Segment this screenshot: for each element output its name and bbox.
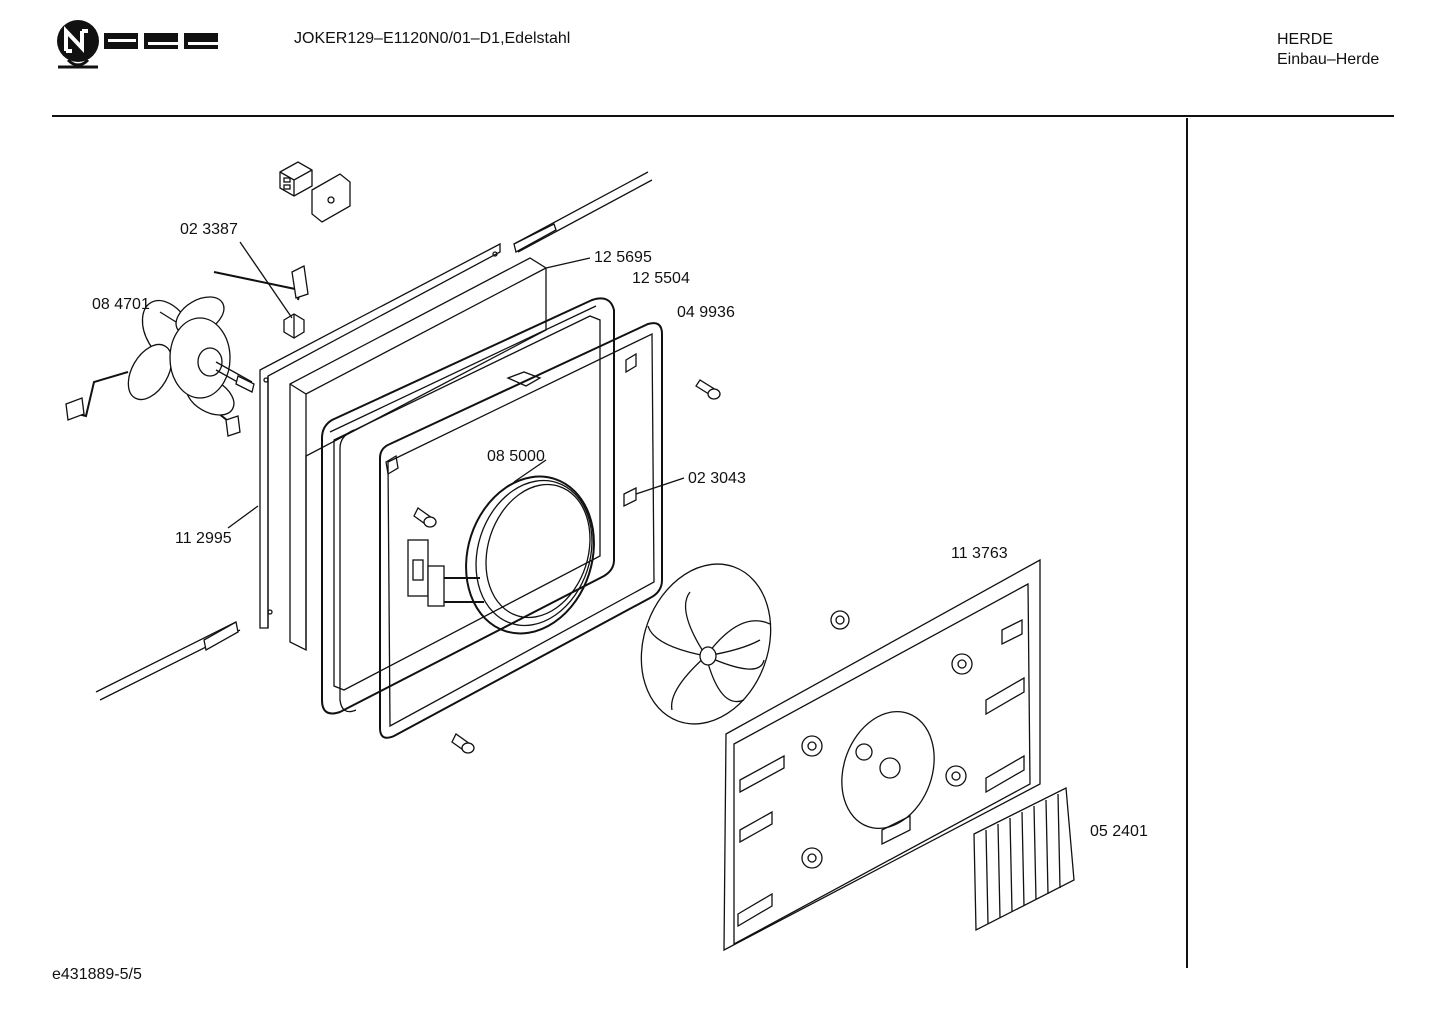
- right-column-divider: [1186, 118, 1188, 968]
- part-label-085000: 08 5000: [487, 448, 545, 465]
- neff-logo: [57, 20, 218, 69]
- inner-frame-icon: [321, 297, 615, 715]
- connector-block-icon: [279, 161, 313, 197]
- part-label-113763: 11 3763: [951, 545, 1008, 562]
- oven-gasket-icon: [339, 322, 663, 739]
- upper-rail-icon: [513, 171, 653, 253]
- clip-icon: [625, 352, 637, 374]
- pin-icon: [413, 507, 437, 528]
- clip-icon: [506, 371, 542, 387]
- ring-heating-element-icon: [407, 475, 595, 635]
- part-label-112995: 11 2995: [175, 530, 232, 547]
- fan-wheel-icon: [640, 563, 772, 725]
- part-label-125695: 12 5695: [594, 249, 652, 266]
- clip-icon: [623, 486, 637, 508]
- lower-rail-icon: [95, 620, 241, 701]
- part-label-023043: 02 3043: [688, 470, 746, 487]
- pin-icon: [451, 733, 475, 754]
- insulation-block-icon: [289, 257, 547, 652]
- category-line-2: Einbau–Herde: [1277, 51, 1380, 68]
- vent-grille-icon: [973, 786, 1075, 932]
- category-block: HERDE Einbau–Herde: [1277, 30, 1379, 70]
- pin-icon: [695, 379, 721, 400]
- nut-icon: [830, 610, 850, 630]
- mounting-plate-icon: [311, 173, 351, 223]
- part-label-049936: 04 9936: [677, 304, 735, 321]
- part-label-052401: 05 2401: [1090, 823, 1148, 840]
- screw-icon: [283, 313, 305, 339]
- category-line-1: HERDE: [1277, 31, 1334, 48]
- part-label-084701: 08 4701: [92, 296, 150, 313]
- header-divider: [52, 115, 1394, 117]
- page-code: e431889-5/5: [52, 966, 142, 983]
- clip-icon: [385, 454, 399, 476]
- back-cover-plate-icon: [723, 558, 1041, 952]
- document-title: JOKER129–E1120N0/01–D1,Edelstahl: [294, 30, 571, 47]
- back-panel-icon: [259, 242, 501, 629]
- fan-motor-icon: [65, 265, 309, 437]
- part-label-023387: 02 3387: [180, 221, 238, 238]
- leader-lines: [159, 241, 685, 529]
- part-label-125504: 12 5504: [632, 270, 690, 287]
